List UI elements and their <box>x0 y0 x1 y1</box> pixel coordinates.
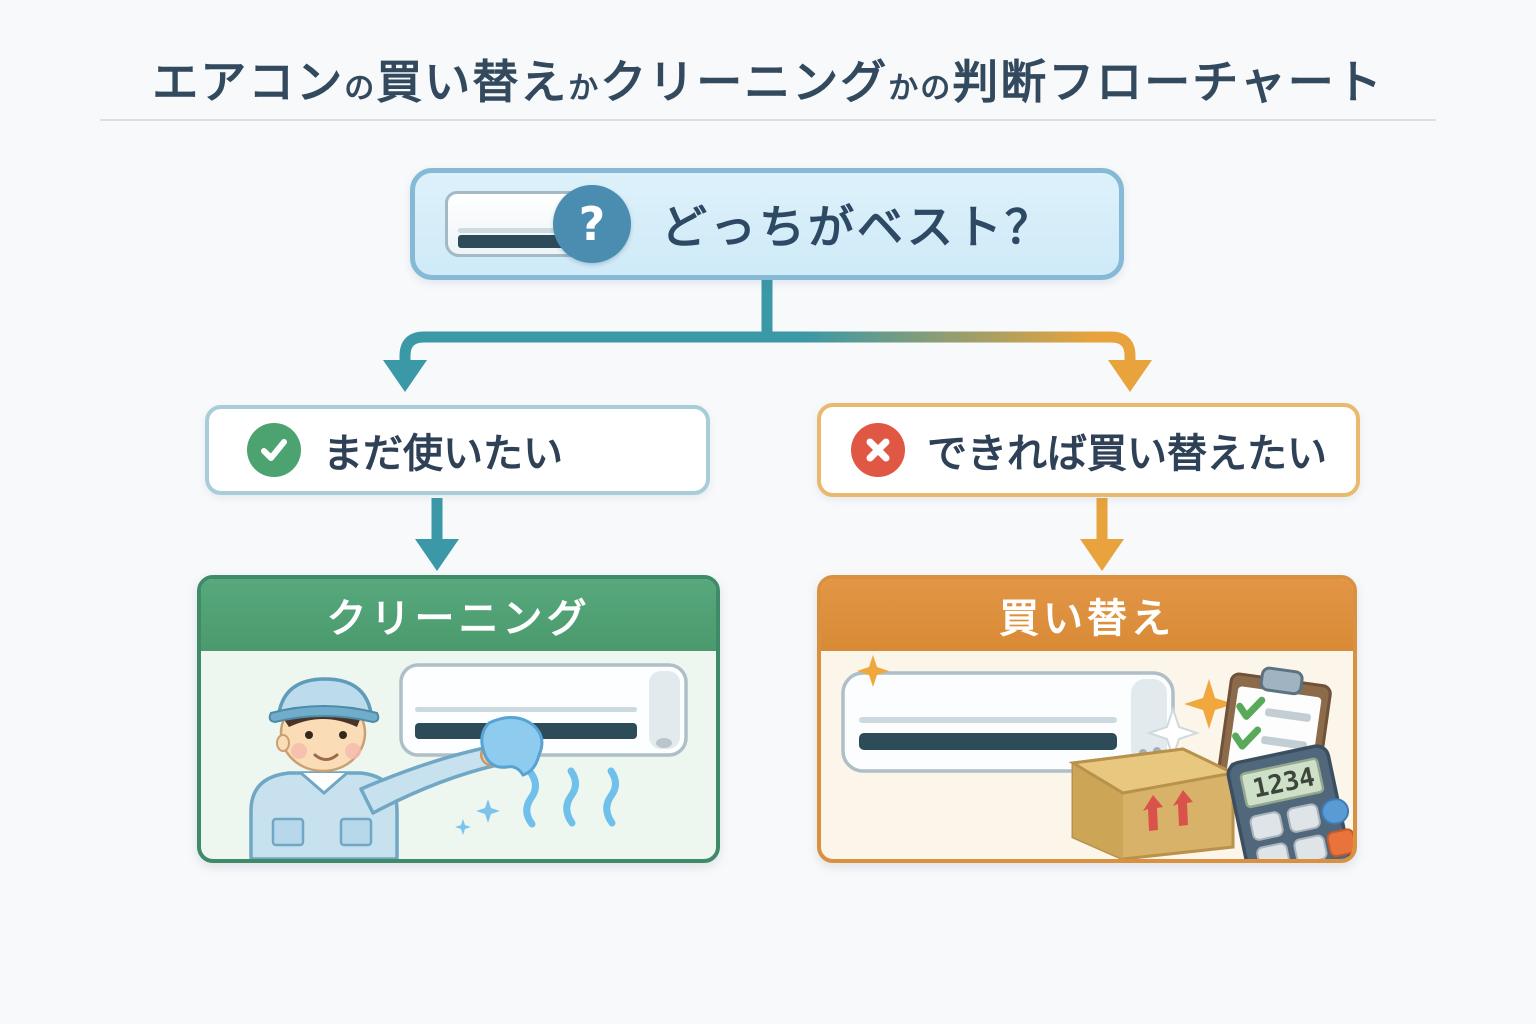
branch-keep-label: まだ使いたい <box>323 431 563 477</box>
connector-stem <box>761 278 773 340</box>
title-segment: クリーニング <box>600 55 889 109</box>
result-card-replacement: 買い替え <box>817 575 1357 863</box>
question-mark-icon: ? <box>553 185 631 263</box>
connector-split-bar <box>399 331 1136 362</box>
connector-keep-stem <box>431 498 443 541</box>
check-icon <box>247 423 301 477</box>
cross-icon <box>851 423 905 477</box>
page-title: エアコンの買い替えかクリーニングかの判断フローチャート <box>0 46 1536 112</box>
replacement-illustration: 1234 <box>821 651 1353 859</box>
connector-replace-stem <box>1096 498 1108 541</box>
title-segment: の <box>344 71 377 106</box>
fragile-up-arrows-icon <box>1143 790 1193 831</box>
title-segment: エアコン <box>152 55 345 109</box>
sparkle-icon <box>455 799 500 835</box>
ac-vent <box>458 235 572 248</box>
worker-cleaning-ac-illustration <box>249 663 688 859</box>
branch-keep-using: まだ使いたい <box>205 405 710 495</box>
question-box: ? どっちがベスト？ <box>410 168 1124 280</box>
calculator-icon: 1234 <box>1226 744 1353 859</box>
cleaning-card-title: クリーニング <box>201 579 716 651</box>
cardboard-box-icon <box>1068 747 1238 859</box>
ac-panel-line <box>458 228 578 233</box>
title-segment: かの <box>888 71 953 106</box>
airflow-waves-icon <box>523 767 619 828</box>
arrow-down-left-icon <box>383 360 427 392</box>
replacement-card-title: 買い替え <box>821 579 1353 651</box>
title-segment: 判断フローチャート <box>952 55 1384 109</box>
title-segment: か <box>568 71 601 106</box>
sparkle-icon <box>857 655 1234 729</box>
branch-replace-label: できれば買い替えたい <box>927 431 1327 477</box>
title-segment: 買い替え <box>376 55 569 109</box>
air-conditioner-icon <box>841 671 1201 773</box>
air-conditioner-icon <box>399 663 688 757</box>
result-card-cleaning: クリーニング <box>197 575 720 863</box>
worker-figure <box>249 677 544 859</box>
arrow-down-right-icon <box>1108 360 1152 392</box>
arrow-down-cleaning-icon <box>415 539 459 571</box>
cleaning-illustration <box>201 651 716 859</box>
arrow-down-replacement-icon <box>1080 539 1124 571</box>
title-divider <box>100 119 1436 121</box>
question-label: どっちがベスト？ <box>661 200 1054 254</box>
new-ac-illustration: 1234 <box>841 655 1353 859</box>
branch-prefer-replace: できれば買い替えたい <box>817 403 1360 497</box>
cleaning-cloth-icon <box>480 716 544 777</box>
